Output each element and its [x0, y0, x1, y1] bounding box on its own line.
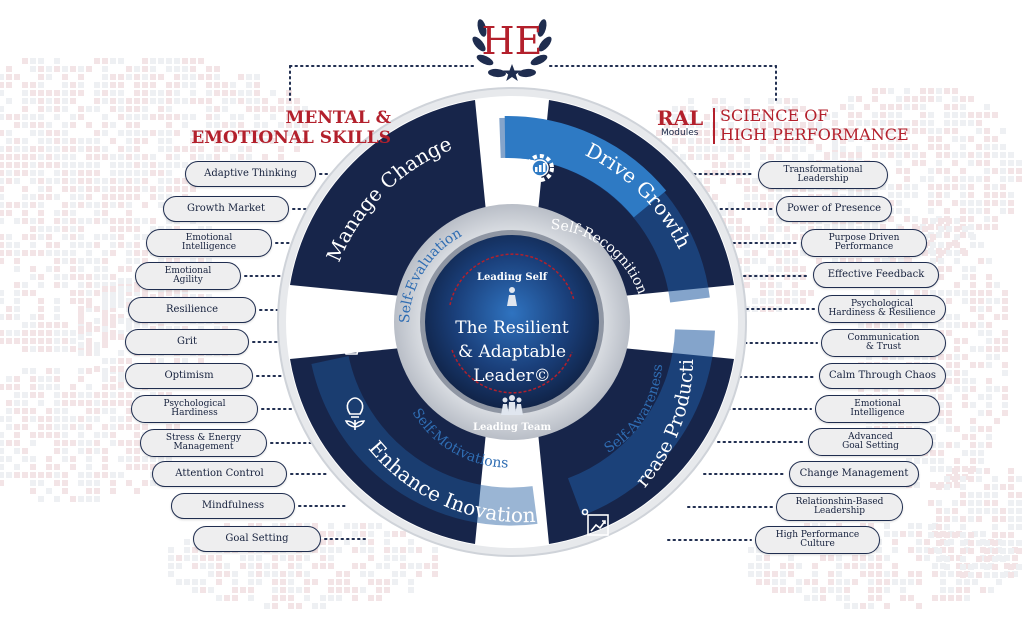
left-skill-pill: Adaptive Thinking	[185, 161, 316, 187]
left-skill-pill: Optimism	[125, 363, 253, 389]
right-skill-pill: Change Management	[789, 461, 919, 487]
leading-team-label: Leading Team	[473, 422, 552, 433]
right-skill-pill: Power of Presence	[776, 196, 892, 222]
gear-chart-icon	[526, 154, 554, 182]
modules-label: Modules	[661, 128, 699, 138]
right-skill-pill: Calm Through Chaos	[819, 363, 946, 389]
left-skill-pill: Mindfulness	[171, 493, 295, 519]
right-skill-pill: Relationshin-Based Leadership	[776, 493, 903, 521]
right-skill-pill: High Performance Culture	[755, 526, 880, 554]
heading-divider	[713, 108, 715, 144]
center-title-line1: The Resilient	[455, 318, 569, 338]
left-skill-pill: Attention Control	[152, 461, 287, 487]
right-skill-pill: Psychological Hardiness & Resilience	[818, 295, 946, 323]
hand-swipe-icon	[334, 325, 362, 355]
center-title-line3: Leader©	[473, 366, 551, 386]
right-skill-pill: Effective Feedback	[813, 262, 939, 288]
lightbulb-plant-icon	[344, 397, 366, 430]
laurel-wreath-icon	[472, 19, 552, 78]
left-skill-pill: Emotional Agility	[135, 262, 241, 290]
ral-label: RAL	[657, 106, 704, 130]
left-skill-pill: Emotional Intelligence	[146, 229, 272, 257]
right-skill-pill: Emotional Intelligence	[815, 395, 940, 423]
person-icon	[507, 287, 517, 306]
left-heading: MENTAL & EMOTIONAL SKILLS	[191, 108, 391, 148]
team-icon	[501, 395, 523, 415]
right-heading: SCIENCE OF HIGH PERFORMANCE	[720, 106, 909, 144]
right-skill-pill: Transformational Leadership	[758, 161, 888, 189]
right-skill-pill: Communication & Trust	[821, 329, 946, 357]
star-icon	[503, 64, 521, 81]
right-skill-pill: Advanced Goal Setting	[808, 428, 933, 456]
left-skill-pill: Psychological Hardiness	[131, 395, 258, 423]
logo: HE	[472, 19, 552, 81]
left-skill-pill: Resilience	[128, 297, 256, 323]
center-title-line2: & Adaptable	[458, 342, 566, 362]
left-skill-pill: Growth Market	[163, 196, 289, 222]
image-chart-icon	[581, 508, 609, 536]
leading-self-label: Leading Self	[477, 272, 548, 283]
left-skill-pill: Goal Setting	[193, 526, 321, 552]
right-skill-pill: Purpose Driven Performance	[801, 229, 927, 257]
logo-monogram: HE	[482, 19, 543, 63]
left-skill-pill: Stress & Energy Management	[140, 429, 267, 457]
left-skill-pill: Grit	[125, 329, 249, 355]
core-circle	[425, 235, 599, 409]
